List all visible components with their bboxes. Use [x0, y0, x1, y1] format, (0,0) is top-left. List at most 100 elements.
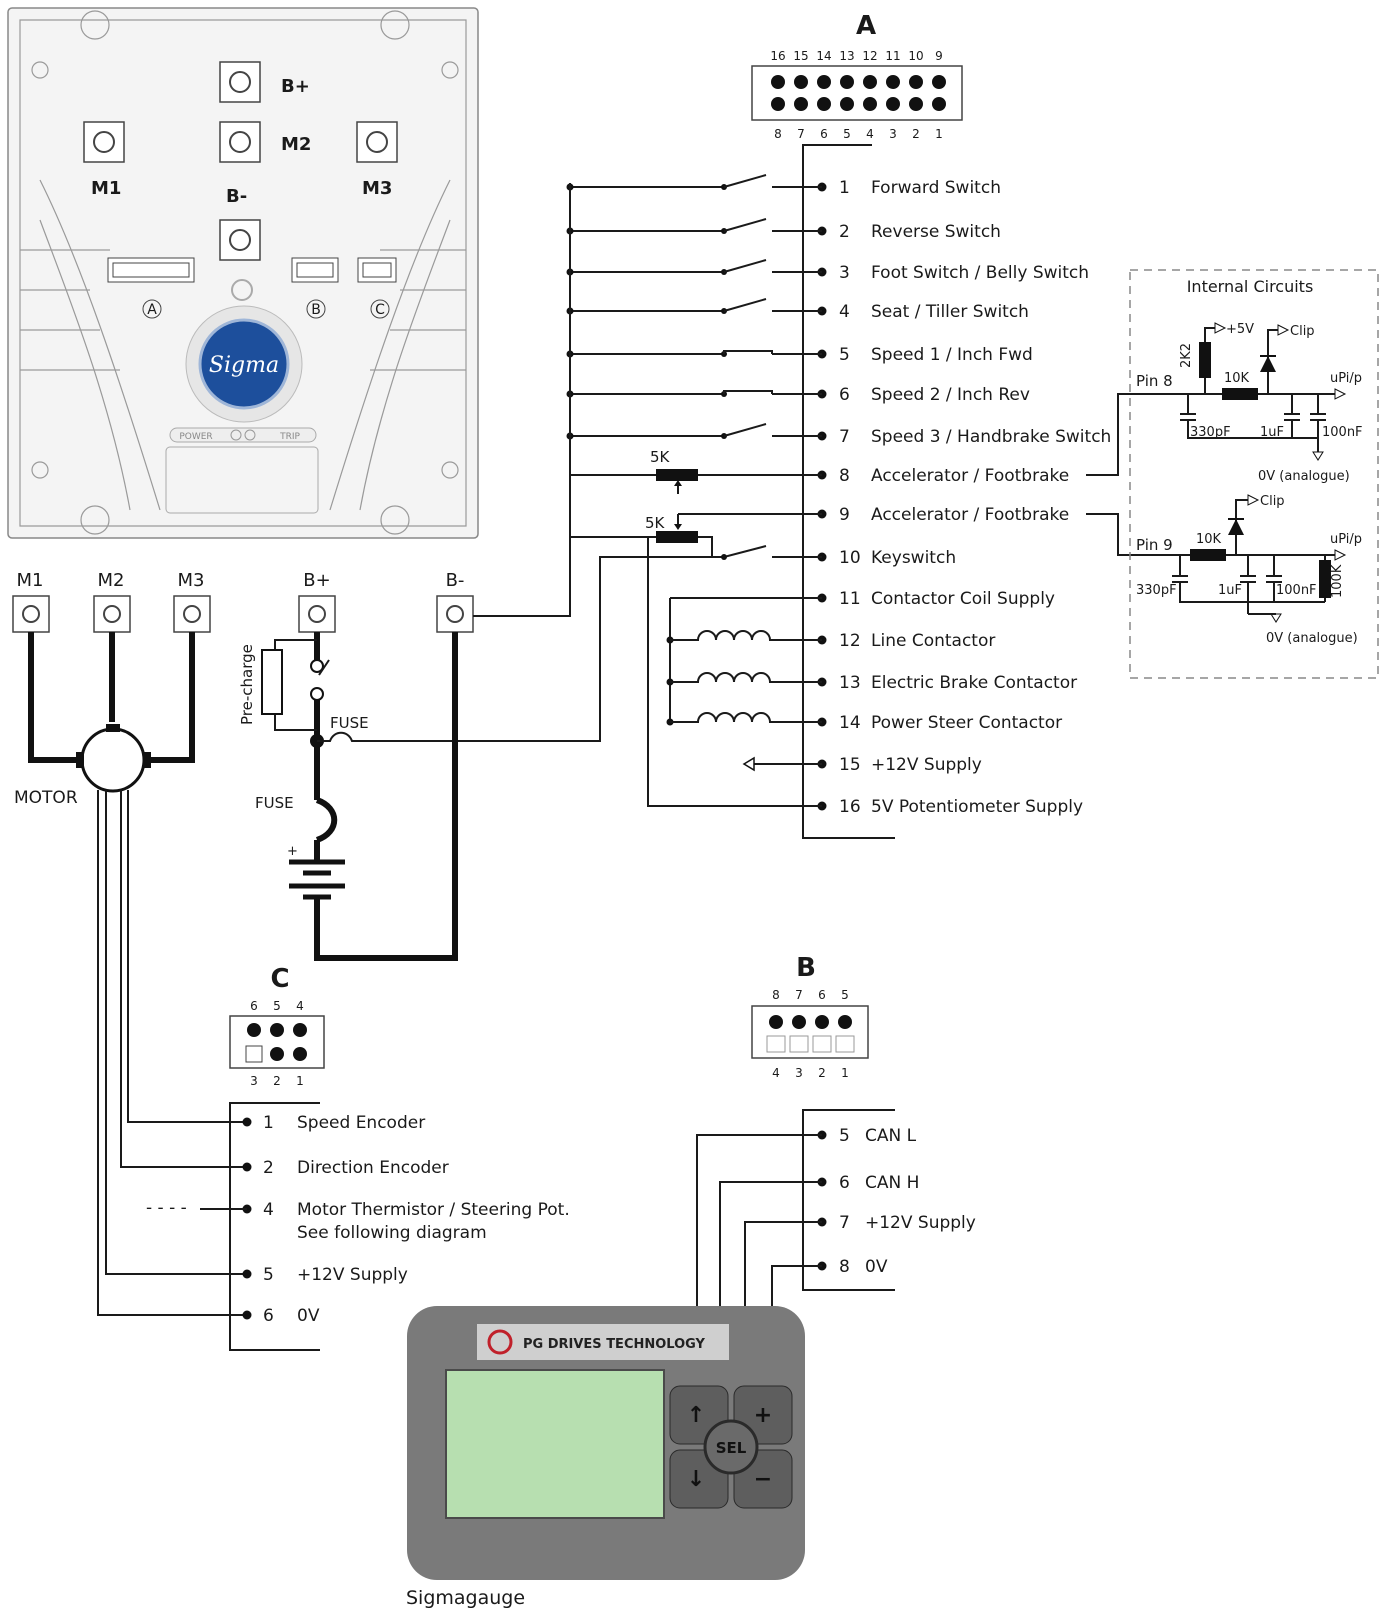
precharge-label: Pre-charge [238, 644, 256, 725]
connector-a-pin-dot [863, 97, 877, 111]
connector-b-empty-pin [789, 1035, 809, 1053]
connector-a-bottom-pin-4: 4 [866, 127, 874, 141]
connector-a-bottom-pin-8: 8 [774, 127, 782, 141]
internal-circuits-title: Internal Circuits [1187, 277, 1314, 296]
connector-b-title: B [796, 953, 816, 983]
connector-c-pin-dot [293, 1023, 307, 1037]
connector-a-top-pin-9: 9 [935, 49, 943, 63]
connector-c-pin-5-label: +12V Supply [297, 1265, 408, 1285]
sigmagauge-brand-bar [477, 1324, 729, 1360]
sigmagauge-sel-button[interactable] [703, 1419, 759, 1475]
controller-connector-b: B [291, 257, 339, 319]
connector-a-pin-7-number: 7 [839, 427, 850, 447]
connector-a-pin-1-number: 1 [839, 178, 850, 198]
internal-330pf-label-1: 330pF [1190, 425, 1231, 440]
connector-a-pin-16-number: 16 [839, 797, 861, 817]
connector-c-pin-2-label: Direction Encoder [297, 1158, 449, 1178]
sigma-logo-text: Sigma [209, 353, 279, 378]
connector-a-pin-dot [817, 75, 831, 89]
connector-a-pin-12-number: 12 [839, 631, 861, 651]
sel-label: SEL [716, 1439, 747, 1457]
contactor-coil-2 [670, 672, 822, 683]
pot-pin9-label: 5K [645, 514, 666, 532]
connector-b-pin-dot [792, 1015, 806, 1029]
connector-c-pin-dot [270, 1047, 284, 1061]
sigmagauge-keypad[interactable]: ↑ + ↓ − SEL [669, 1385, 793, 1509]
controller-connector-b-label: B [311, 302, 321, 318]
connector-b-pin-8-label: 0V [865, 1257, 888, 1277]
connector-a-top-pin-15: 15 [793, 49, 808, 63]
connector-a-pin-dot [840, 75, 854, 89]
internal-uip-label-2: uPi/p [1330, 532, 1362, 547]
connector-a-bottom-pin-3: 3 [889, 127, 897, 141]
connector-b-bottom-pin-3: 3 [795, 1066, 803, 1080]
connector-c-pin-1-terminal [242, 1117, 252, 1127]
internal-100nf-label-2: 100nF [1276, 583, 1317, 598]
connector-a-pin-2-label: Reverse Switch [871, 222, 1001, 242]
internal-uip-label: uPi/p [1330, 371, 1362, 386]
contactor-coil-3 [670, 712, 822, 723]
pot-pin9: 5K [569, 436, 822, 807]
sigmagauge: PG DRIVES TECHNOLOGY ↑ + ↓ − SEL Sigmaga… [406, 1306, 805, 1609]
connector-c-pin-6-label: 0V [297, 1306, 320, 1326]
connector-a-pin-dot [771, 75, 785, 89]
connector-a-top-pin-11: 11 [885, 49, 900, 63]
connector-a-pin-14-label: Power Steer Contactor [871, 713, 1062, 733]
power-terminal-m2-label: M2 [98, 570, 125, 591]
connector-a-pin-6-label: Speed 2 / Inch Rev [871, 385, 1030, 405]
connector-a-pin-dot [909, 75, 923, 89]
power-terminal-bplus-label: B+ [303, 570, 330, 591]
connector-c-bottom-pin-1: 1 [296, 1074, 304, 1088]
connector-a-pin-11-label: Contactor Coil Supply [871, 589, 1055, 609]
internal-plus5v-label: +5V [1226, 322, 1254, 337]
connector-b-pin-dot [769, 1015, 783, 1029]
internal-pin8-label: Pin 8 [1136, 372, 1173, 390]
connector-a-pin-dot [932, 75, 946, 89]
connector-c-pin-2-terminal [242, 1162, 252, 1172]
terminal-label-m1: M1 [91, 178, 121, 199]
connector-b-bottom-pin-2: 2 [818, 1066, 826, 1080]
internal-2k2-label: 2K2 [1179, 343, 1194, 368]
controller-connector-a: A [107, 257, 195, 319]
connector-a-top-pin-12: 12 [862, 49, 877, 63]
down-arrow-icon: ↓ [687, 1467, 705, 1492]
connector-a-pin-5-label: Speed 1 / Inch Fwd [871, 345, 1033, 365]
power-terminal-m3-label: M3 [178, 570, 205, 591]
trip-indicator-label: TRIP [279, 432, 300, 442]
connector-c-bottom-pin-2: 2 [273, 1074, 281, 1088]
power-terminal-bminus-label: B- [446, 570, 465, 591]
connector-b-pin-dot [838, 1015, 852, 1029]
connector-c-pin-5-number: 5 [263, 1265, 274, 1285]
connector-c-pin-1-label: Speed Encoder [297, 1113, 425, 1133]
connector-a-pin-4-label: Seat / Tiller Switch [871, 302, 1029, 322]
connector-a-pin-2-number: 2 [839, 222, 850, 242]
connector-c-pin-4-label: Motor Thermistor / Steering Pot. [297, 1200, 570, 1220]
connector-a-pin-dot [840, 97, 854, 111]
connector-a-pin-dot [909, 97, 923, 111]
connector-a-title: A [856, 11, 876, 41]
sigmagauge-screen [445, 1369, 665, 1519]
connector-a-pin-13-label: Electric Brake Contactor [871, 673, 1077, 693]
connector-a-pin-4-number: 4 [839, 302, 850, 322]
controller-terminal-bminus: B- [219, 186, 261, 261]
connector-c-pin-4-note: See following diagram [297, 1223, 487, 1243]
contactor-coil-1 [670, 630, 822, 641]
battery-plus-label: + [287, 844, 298, 859]
connector-a-pin-3-label: Foot Switch / Belly Switch [871, 263, 1089, 283]
connector-a-pin-11-number: 11 [839, 589, 861, 609]
internal-clip-label-1: Clip [1290, 324, 1315, 339]
internal-circuits: Internal Circuits Pin 8 10K uPi/p 2K2 +5… [1129, 269, 1379, 679]
internal-10k-label-2: 10K [1196, 532, 1222, 547]
connector-a-pin-dot [932, 97, 946, 111]
fuse1-label: FUSE [330, 714, 369, 732]
connector-a-pin-dot [886, 97, 900, 111]
motor-label: MOTOR [14, 788, 78, 808]
connector-a-pin-15-label: +12V Supply [871, 755, 982, 775]
connector-a-pin-5-number: 5 [839, 345, 850, 365]
controller-indicators: POWER TRIP [169, 427, 317, 443]
connector-a-pin-dot [863, 75, 877, 89]
sigmagauge-label: Sigmagauge [406, 1587, 525, 1609]
